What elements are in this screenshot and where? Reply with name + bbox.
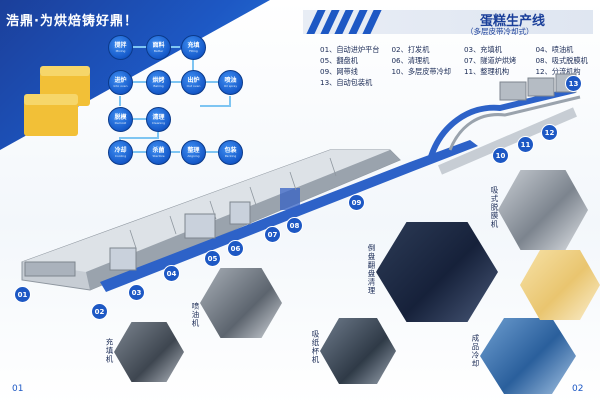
label-suction-cup: 吸纸杯机	[311, 330, 320, 364]
label-demolder: 吸式脱膜机	[490, 186, 499, 229]
marker-12: 12	[541, 124, 558, 141]
product-line-subtitle: （多层皮带冷却式）	[466, 27, 534, 36]
marker-01: 01	[14, 286, 31, 303]
label-oiler: 喷油机	[191, 302, 200, 328]
banner-slogan: 浩鼎·为烘焙铸好鼎！	[6, 14, 138, 29]
photo-tray-cleaner	[376, 222, 498, 322]
marker-03: 03	[128, 284, 145, 301]
marker-04: 04	[163, 265, 180, 282]
marker-05: 05	[204, 250, 221, 267]
marker-06: 06	[227, 240, 244, 257]
marker-07: 07	[264, 226, 281, 243]
marker-13: 13	[565, 75, 582, 92]
product-line-title: 蛋糕生产线	[480, 14, 546, 29]
page-number-right: 02	[572, 384, 584, 394]
legend-row: 13、自动包装机	[320, 78, 373, 87]
marker-10: 10	[492, 147, 509, 164]
marker-02: 02	[91, 303, 108, 320]
marker-11: 11	[517, 136, 534, 153]
label-filler: 充填机	[105, 338, 114, 364]
label-tray-cleaner: 倒盘翻盘清理	[367, 244, 376, 295]
page-number-left: 01	[12, 384, 24, 394]
label-cooling: 成品冷却	[471, 334, 480, 368]
marker-08: 08	[286, 217, 303, 234]
marker-09: 09	[348, 194, 365, 211]
